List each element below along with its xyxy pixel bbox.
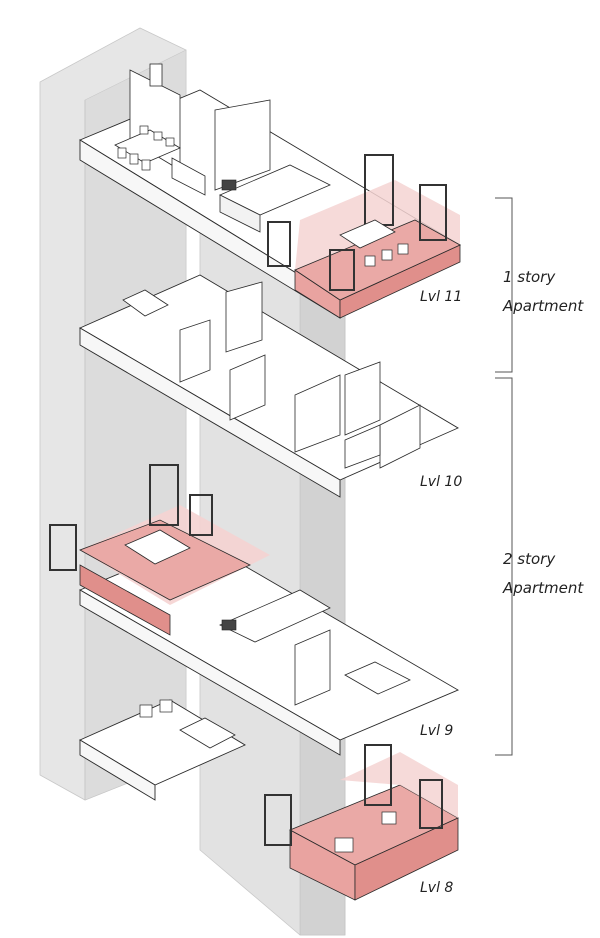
highlight-room-lvl11 — [267, 154, 461, 319]
bracket-one-story — [495, 197, 513, 373]
level-label-lvl10: Lvl 10 — [420, 474, 463, 490]
slab-lvl10 — [79, 274, 459, 498]
slab-lvl8-upper — [79, 699, 246, 801]
level-label-lvl9: Lvl 9 — [420, 723, 454, 739]
bracket-label-one-story-line1: 1 story — [503, 268, 556, 286]
bracket-label-two-story-line2: Apartment — [503, 579, 584, 597]
level-label-lvl11: Lvl 11 — [420, 289, 463, 305]
bracket-label-two-story-line1: 2 story — [503, 550, 556, 568]
level-label-lvl8: Lvl 8 — [420, 880, 454, 896]
highlight-room-lvl8 — [264, 744, 459, 901]
bracket-label-one-story-line2: Apartment — [503, 297, 584, 315]
highlight-room-lvl9-mezzanine — [49, 464, 270, 636]
bracket-two-story — [495, 377, 513, 756]
